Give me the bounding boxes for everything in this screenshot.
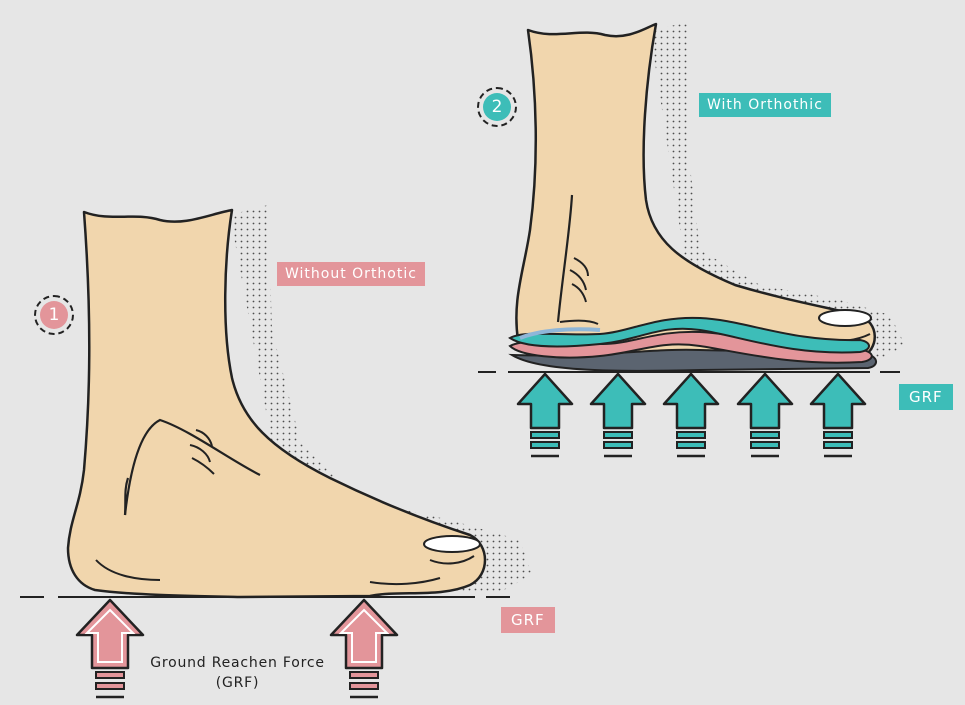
without-orthotic-label: Without Orthotic: [277, 262, 425, 286]
toenail: [818, 309, 872, 327]
up-arrow-icon: [809, 372, 867, 458]
up-arrow-icon: [75, 598, 145, 699]
grf-label-2: GRF: [899, 384, 953, 410]
step-2-badge: 2: [483, 93, 511, 121]
step-2-ring: [477, 87, 517, 127]
foot-with-orthotic: [515, 22, 905, 362]
step-1-ring: [34, 295, 74, 335]
up-arrow-icon: [736, 372, 794, 458]
foot-2-body: [515, 22, 876, 362]
up-arrow-icon: [589, 372, 647, 458]
up-arrow-icon: [662, 372, 720, 458]
up-arrow-icon: [329, 598, 399, 699]
foot-without-orthotic: [66, 205, 532, 599]
grf-label-1: GRF: [501, 607, 555, 633]
toenail: [423, 535, 481, 553]
insole-illustration: [508, 316, 877, 372]
grf-caption: Ground Reachen Force (GRF): [135, 653, 340, 693]
step-1-badge: 1: [40, 301, 68, 329]
up-arrow-icon: [516, 372, 574, 458]
with-orthotic-label: With Orthothic: [699, 93, 831, 117]
foot-1-body: [66, 208, 487, 599]
caption-line-2: (GRF): [215, 675, 260, 691]
caption-line-1: Ground Reachen Force: [150, 655, 325, 671]
